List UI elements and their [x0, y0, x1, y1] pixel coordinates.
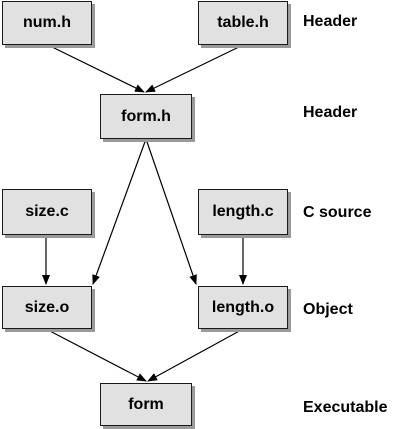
tier-label-executable: Executable [303, 399, 388, 416]
node-label: size.o [24, 298, 70, 316]
tier-label-header: Header [303, 104, 358, 121]
node-size-o: size.o [2, 286, 92, 329]
edge-num-h-to-form-h [47, 44, 145, 93]
node-label: table.h [217, 14, 269, 31]
node-length-c: length.c [198, 189, 288, 235]
node-label: num.h [23, 14, 71, 31]
node-size-c: size.c [2, 189, 92, 235]
tier-label-object: Object [303, 301, 353, 318]
node-table-h: table.h [198, 1, 288, 45]
edge-length-o-to-form [147, 328, 244, 382]
node-label: form.h [121, 107, 171, 125]
node-length-o: length.o [198, 286, 288, 329]
tier-label-c-source: C source [303, 204, 372, 221]
edge-size-o-to-form [45, 328, 147, 382]
node-num-h: num.h [2, 1, 92, 45]
node-form-h: form.h [100, 94, 192, 139]
node-label: length.c [212, 203, 274, 220]
edge-form-h-to-length-o [145, 138, 197, 285]
edge-table-h-to-form-h [145, 44, 244, 93]
tier-label-header: Header [303, 13, 358, 30]
node-label: size.c [25, 203, 69, 220]
node-form: form [100, 383, 192, 426]
node-label: length.o [211, 298, 275, 316]
edge-form-h-to-size-o [92, 138, 147, 285]
node-label: form [128, 395, 164, 413]
